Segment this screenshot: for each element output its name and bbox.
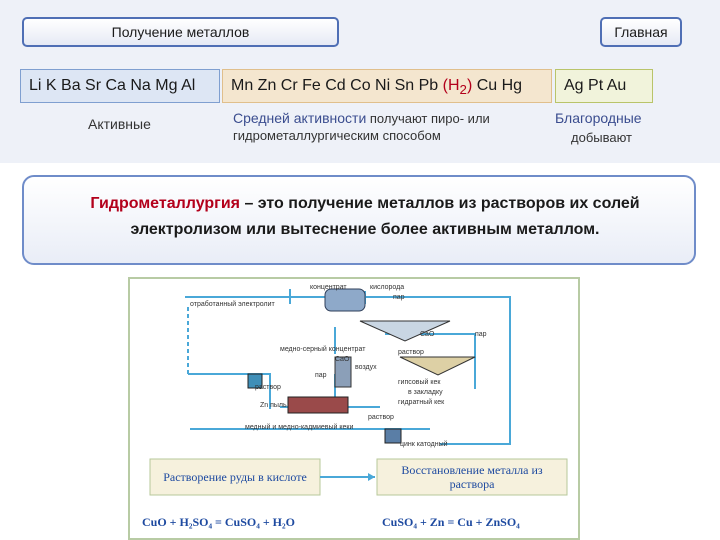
box-right-text-1: Восстановление металла из bbox=[401, 463, 543, 477]
label-acid: кислорода bbox=[370, 284, 404, 291]
label-concentrate: концентрат bbox=[310, 284, 347, 291]
medium-label-line2: гидрометаллургическим способом bbox=[233, 128, 441, 143]
definition-line1: Гидрометаллургия – это получение металло… bbox=[64, 191, 666, 217]
label-copper-cakes: медный и медно-кадмиевый кеки bbox=[245, 423, 353, 431]
noble-label-line2: добывают bbox=[571, 130, 633, 145]
hydrogen-subscript: 2 bbox=[459, 82, 467, 98]
active-label: Активные bbox=[88, 116, 151, 132]
definition-line2: электролизом или вытеснение более активн… bbox=[130, 221, 600, 238]
filter-press-icon bbox=[287, 396, 349, 414]
noble-label-line1: Благородные bbox=[555, 110, 642, 126]
label-backfill: в закладку bbox=[408, 389, 443, 396]
pipe-mid bbox=[188, 373, 271, 409]
medium-metals-cell: Mn Zn Cr Fe Cd Co Ni Sn Pb (H2) Cu Hg bbox=[222, 69, 552, 103]
label-steam2: пар bbox=[475, 331, 487, 338]
label-cuo: CaO bbox=[420, 331, 435, 338]
definition-box: Гидрометаллургия – это получение металло… bbox=[22, 175, 696, 265]
definition-text1: – это получение металлов из растворов их… bbox=[240, 195, 640, 212]
label-steam3: пар bbox=[315, 372, 327, 379]
diagram-labels: концентрат кислорода пар отработанный эл… bbox=[190, 284, 487, 448]
hydrogen-open: (H bbox=[442, 77, 460, 94]
autoclave-icon bbox=[324, 288, 366, 312]
process-diagram-svg: концентрат кислорода пар отработанный эл… bbox=[142, 284, 568, 529]
label-zinc-cathode: цинк катодный bbox=[400, 440, 448, 448]
electrolyzer-icon bbox=[384, 428, 402, 444]
medium-label-tail: получают пиро- или bbox=[366, 111, 490, 126]
tank-icon bbox=[247, 373, 263, 389]
medium-metals-part1: Mn Zn Cr Fe Cd Co Ni Sn Pb bbox=[231, 77, 443, 94]
label-solution2: раствор bbox=[255, 384, 281, 391]
definition-term: Гидрометаллургия bbox=[90, 195, 241, 212]
equipment bbox=[247, 288, 476, 444]
label-copper-sulfur: медно-серный концентрат bbox=[280, 345, 366, 353]
label-solution: раствор bbox=[398, 349, 424, 356]
noble-metals-cell: Ag Pt Au bbox=[555, 69, 653, 103]
label-solution3: раствор bbox=[368, 414, 394, 421]
thickener-2-icon bbox=[399, 356, 476, 376]
equation-right: CuSO₄ + Zn = Cu + ZnSO₄ bbox=[382, 515, 520, 529]
label-spent-electrolyte: отработанный электролит bbox=[190, 300, 275, 308]
medium-label-line1: Средней активности получают пиро- или bbox=[233, 110, 490, 126]
label-air: воздух bbox=[355, 364, 377, 371]
active-metals-cell: Li K Ba Sr Ca Na Mg Al bbox=[20, 69, 220, 103]
label-steam: пар bbox=[393, 294, 405, 301]
equation-left: CuO + H₂SO₄ = CuSO₄ + H₂O bbox=[142, 515, 295, 529]
hydrogen-marker: (H2) bbox=[442, 77, 473, 98]
hydrogen-close: ) bbox=[466, 77, 473, 94]
thickener-1-icon bbox=[359, 320, 451, 342]
medium-metals-part2: Cu Hg bbox=[472, 77, 523, 94]
box-right bbox=[376, 458, 568, 496]
home-button[interactable]: Главная bbox=[600, 17, 682, 47]
label-gypsum: гипсовый кек bbox=[398, 378, 441, 386]
box-left-text: Растворение руды в кислоте bbox=[163, 470, 307, 484]
label-hydrate: гидратный кек bbox=[398, 398, 445, 406]
reactor-icon bbox=[334, 356, 352, 388]
label-zn-dust: Zn пыль bbox=[260, 402, 287, 409]
arrow-head-icon bbox=[368, 473, 375, 481]
box-right-text-2: раствора bbox=[450, 477, 495, 491]
box-left bbox=[149, 458, 321, 496]
process-diagram: концентрат кислорода пар отработанный эл… bbox=[128, 277, 580, 540]
medium-label-head: Средней активности bbox=[233, 110, 367, 126]
title-button[interactable]: Получение металлов bbox=[22, 17, 339, 47]
label-cao: CaO bbox=[335, 356, 350, 363]
